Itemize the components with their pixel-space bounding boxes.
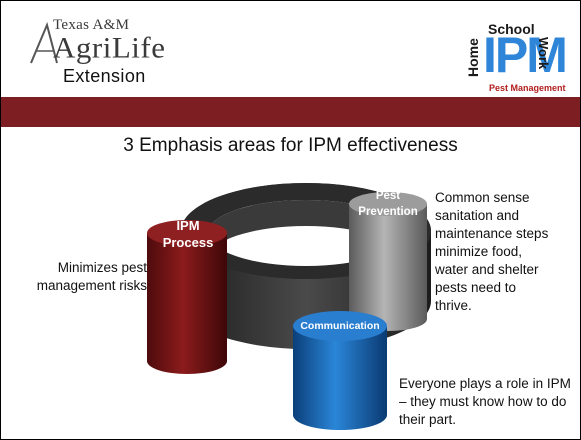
slide-title: 3 Emphasis areas for IPM effectiveness	[123, 135, 458, 156]
prevention-label-line2: Prevention	[358, 206, 418, 218]
process-note: Minimizes pest management risks	[36, 260, 147, 293]
process-label: IPM Process	[153, 217, 223, 251]
prevention-cylinder-top	[349, 192, 427, 216]
logo-line-2: AgriLife	[53, 30, 166, 65]
ipm-logo-tagline: Pest Management	[489, 83, 566, 93]
ipm-logo-school: School	[488, 21, 535, 37]
communication-cylinder	[293, 326, 387, 430]
communication-note: Everyone plays a role in IPM – they must…	[399, 376, 571, 427]
logo-line-1: Texas A&M	[53, 17, 130, 33]
logo-line-3: Extension	[63, 66, 146, 86]
communication-cylinder-top	[293, 311, 387, 341]
prevention-label-line1: Pest	[375, 190, 401, 202]
ipm-logo-text: IPM	[483, 27, 568, 83]
process-label-line1: IPM	[176, 218, 200, 233]
prevention-label: Pest Prevention	[344, 188, 432, 220]
agrilife-mark-icon	[30, 21, 58, 64]
ipm-logo: IPM Home School Work Pest Management	[463, 19, 571, 95]
prevention-cylinder	[349, 204, 427, 331]
prevention-note: Common sense sanitation and maintenance …	[435, 190, 549, 313]
process-label-line2: Process	[162, 235, 214, 250]
process-cylinder-top	[147, 220, 227, 246]
communication-label-line1: Communication	[300, 320, 380, 332]
agrilife-logo: Texas A&M AgriLife Extension	[27, 15, 197, 89]
header-band	[1, 97, 580, 127]
communication-label: Communication	[293, 319, 387, 333]
process-cylinder	[147, 233, 227, 374]
